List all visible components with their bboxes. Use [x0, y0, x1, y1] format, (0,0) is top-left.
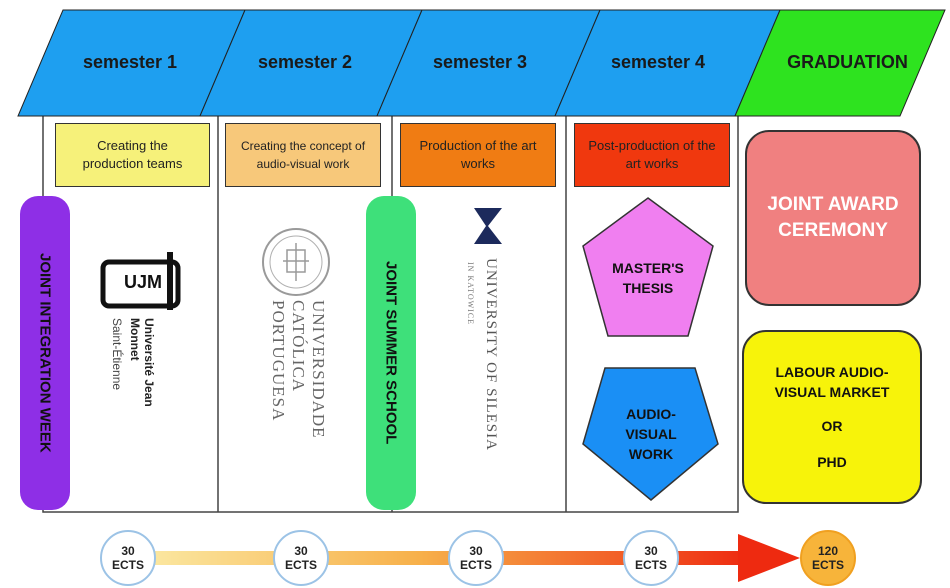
ects-unit: ECTS	[811, 558, 844, 572]
semester-1-label: semester 1	[82, 52, 178, 72]
labour-market-box: LABOUR AUDIO-VISUAL MARKET OR PHD	[742, 330, 922, 504]
ects-unit: ECTS	[634, 558, 667, 572]
ects-value: 30	[469, 544, 483, 558]
ects-value: 30	[121, 544, 135, 558]
joint-integration-week-pill: JOINT INTEGRATION WEEK	[20, 196, 70, 510]
task-creating-teams: Creating the production teams	[55, 123, 210, 187]
labour-market-label: LABOUR AUDIO-VISUAL MARKET	[774, 364, 890, 400]
ects-value: 120	[817, 544, 839, 558]
semester-4-label: semester 4	[610, 52, 706, 72]
silesia-name: UNIVERSITY OF SILESIA	[483, 258, 499, 451]
ects-value: 30	[294, 544, 308, 558]
semester-2-label: semester 2	[257, 52, 353, 72]
masters-thesis-shape	[582, 197, 714, 337]
graduation-label: GRADUATION	[787, 52, 908, 72]
progress-arrow-head	[738, 534, 800, 582]
ects-unit: ECTS	[284, 558, 317, 572]
masters-thesis-label: MASTER'S THESIS	[612, 260, 684, 296]
graduation-header	[734, 9, 946, 117]
joint-summer-school-label: JOINT SUMMER SCHOOL	[382, 261, 400, 445]
joint-integration-week-label: JOINT INTEGRATION WEEK	[36, 253, 54, 453]
ujm-name: Université Jean Monnet	[128, 318, 156, 407]
ujm-city: Saint-Étienne	[110, 318, 124, 391]
audio-visual-work-shape	[582, 367, 719, 501]
joint-summer-school-pill: JOINT SUMMER SCHOOL	[366, 196, 416, 510]
task-post-production: Post-production of the art works	[574, 123, 730, 187]
ects-circle-total: 120 ECTS	[800, 530, 856, 586]
ucp-name: UNIVERSIDADE CATÓLICA PORTUGUESA	[269, 300, 328, 439]
ects-unit: ECTS	[459, 558, 492, 572]
ujm-logo-text: UJM	[123, 272, 162, 292]
task-creating-concept: Creating the concept of audio-visual wor…	[225, 123, 381, 187]
ects-circle-semester-2: 30 ECTS	[273, 530, 329, 586]
joint-award-ceremony-box: JOINT AWARD CEREMONY	[745, 130, 921, 306]
ects-circle-semester-3: 30 ECTS	[448, 530, 504, 586]
ujm-logo-icon	[100, 252, 181, 310]
ects-circle-semester-1: 30 ECTS	[100, 530, 156, 586]
audio-visual-work-label: AUDIO-VISUAL WORK	[625, 406, 677, 462]
ucp-seal-icon	[262, 228, 330, 296]
ects-unit: ECTS	[111, 558, 144, 572]
ects-circle-semester-4: 30 ECTS	[623, 530, 679, 586]
or-label: OR	[821, 418, 843, 434]
silesia-city: IN KATOWICE	[466, 262, 475, 326]
semester-3-label: semester 3	[432, 52, 528, 72]
task-production: Production of the art works	[400, 123, 556, 187]
ects-value: 30	[644, 544, 658, 558]
phd-label: PHD	[817, 454, 847, 470]
silesia-logo-icon	[474, 208, 502, 244]
